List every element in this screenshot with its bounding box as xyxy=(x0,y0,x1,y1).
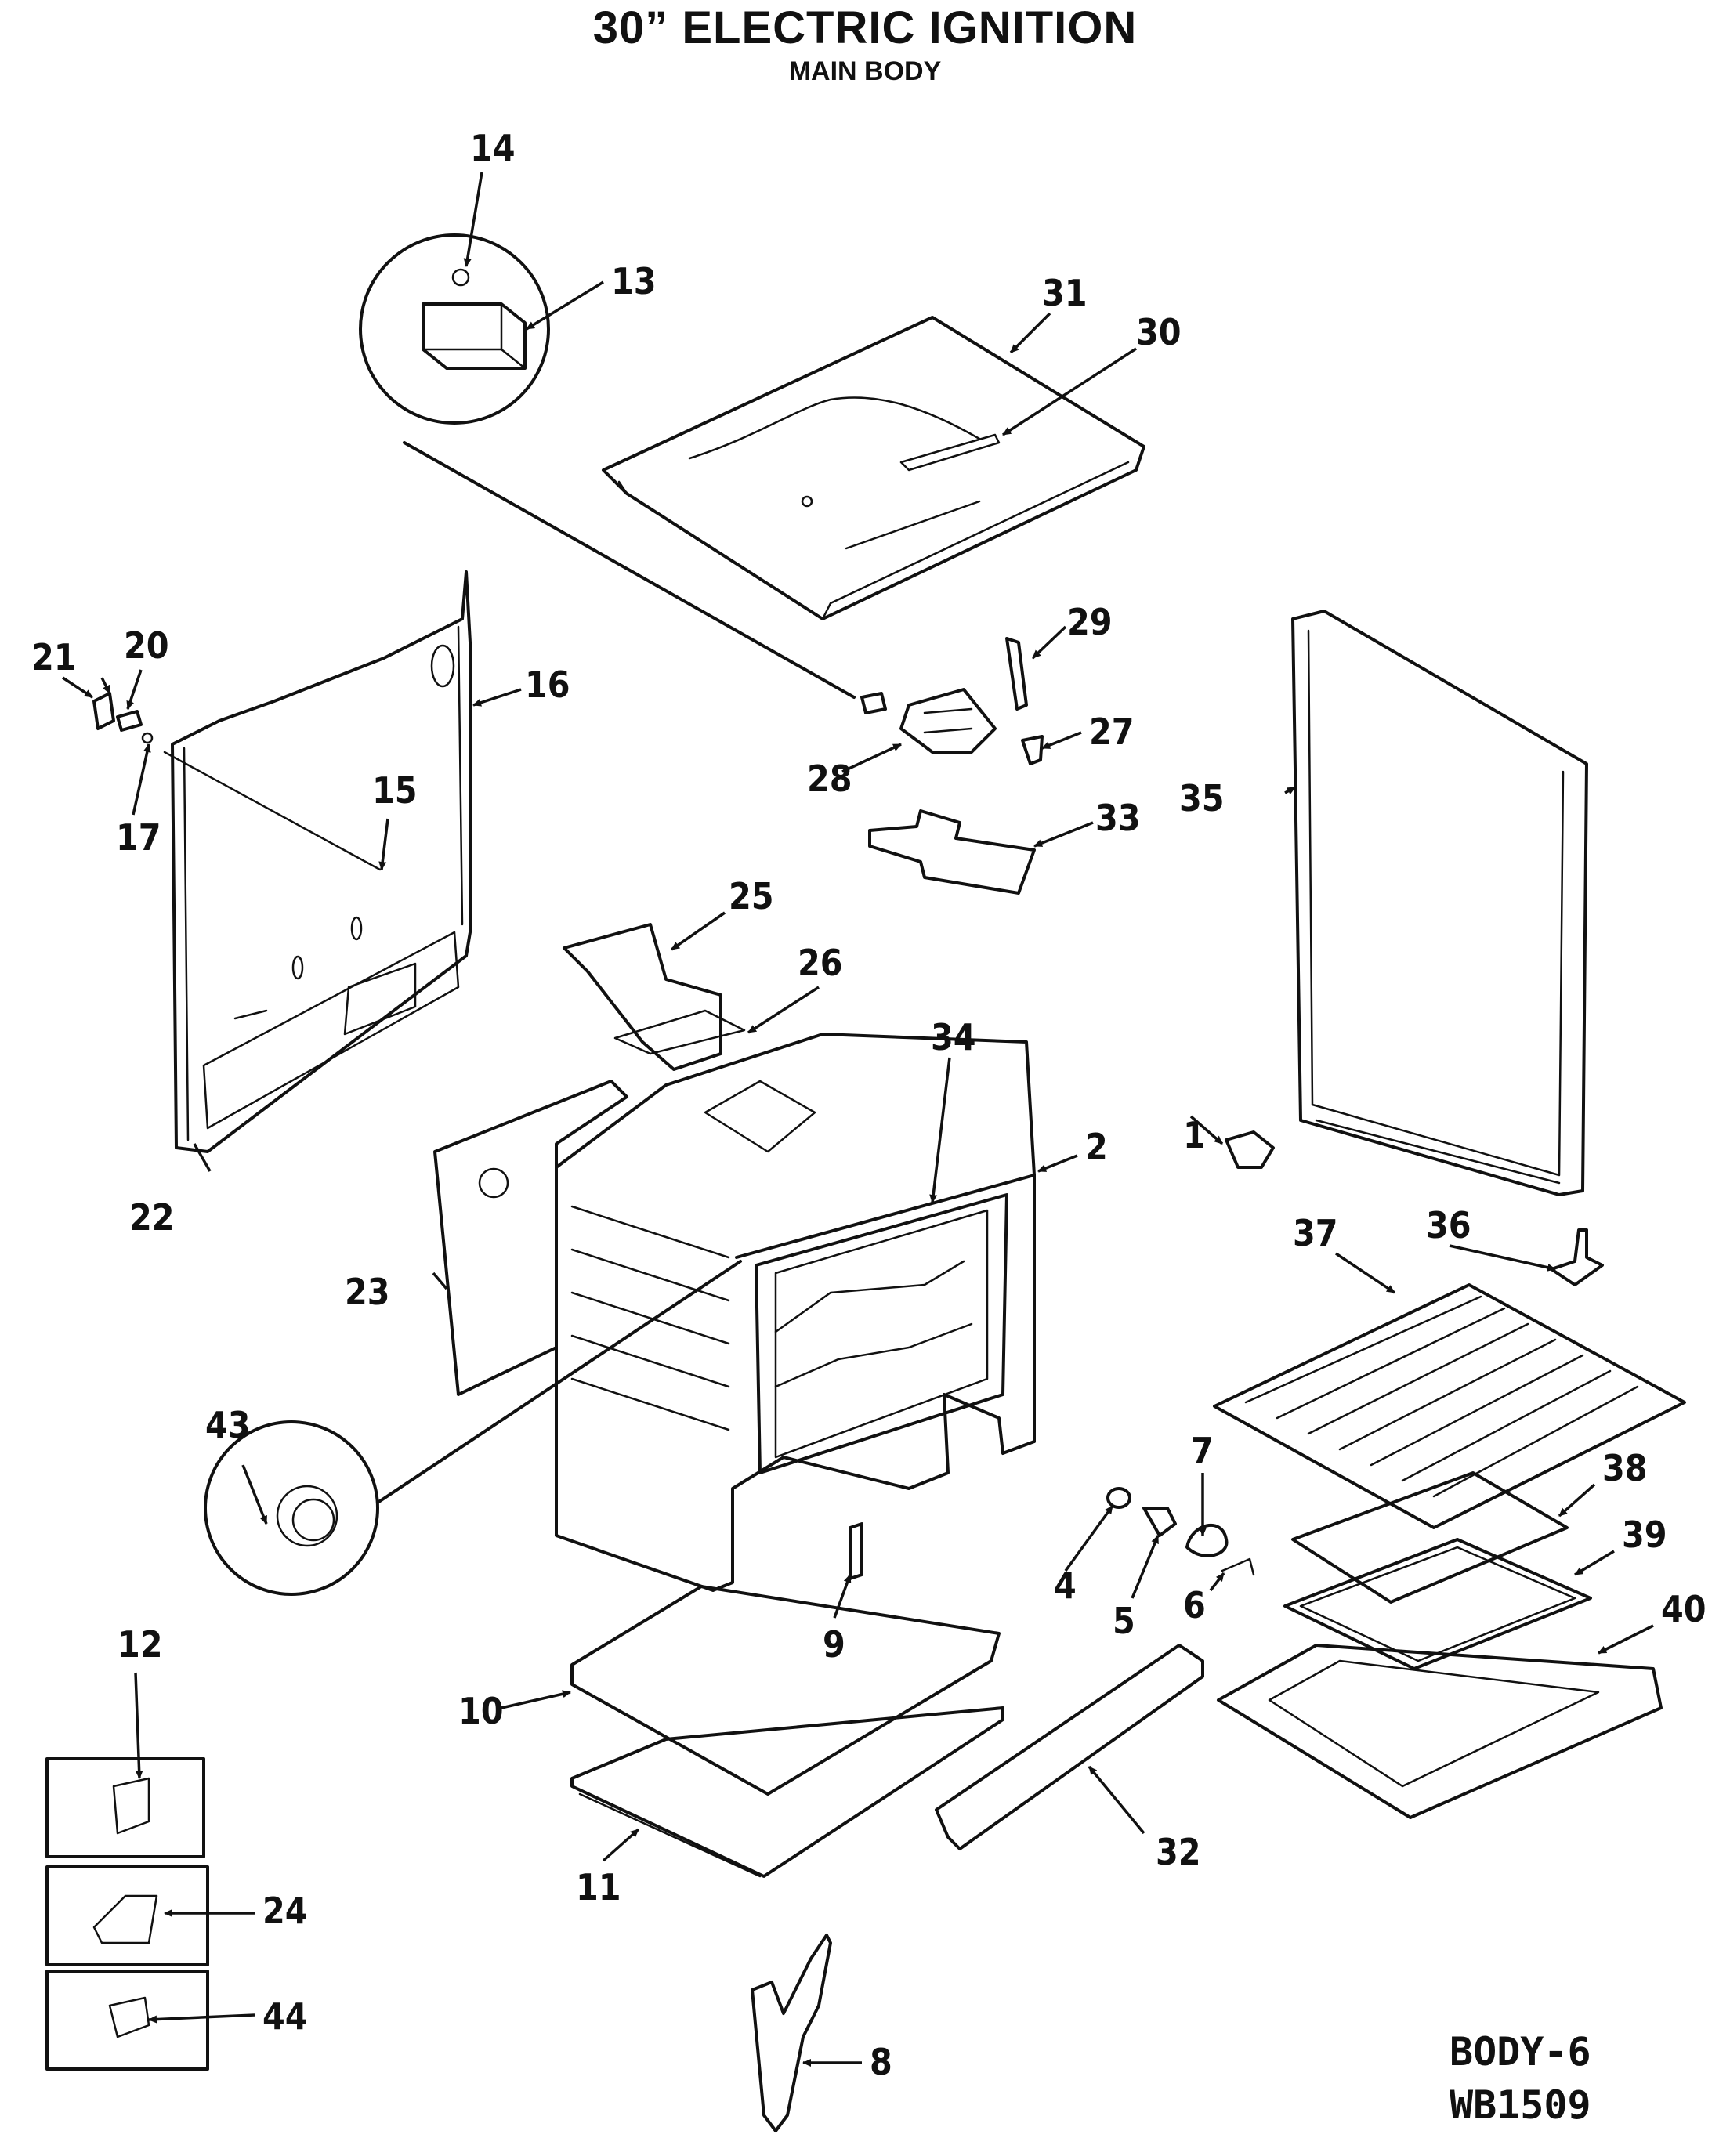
diagram-subtitle: MAIN BODY xyxy=(788,56,942,86)
broiler-pans xyxy=(1217,1471,1663,1819)
callout-16: 16 xyxy=(525,664,570,706)
callout-7: 7 xyxy=(1191,1430,1214,1472)
callout-34: 34 xyxy=(931,1016,976,1058)
switch-detail-circle xyxy=(359,233,856,699)
hinge-part xyxy=(751,1934,832,2132)
door-frame xyxy=(1291,610,1588,1196)
callout-15: 15 xyxy=(372,769,418,812)
callout-14: 14 xyxy=(470,127,516,169)
callout-33: 33 xyxy=(1095,797,1141,839)
callout-6: 6 xyxy=(1183,1584,1206,1626)
callout-17: 17 xyxy=(116,816,161,859)
callout-38: 38 xyxy=(1602,1447,1648,1489)
light-parts xyxy=(1106,1487,1255,1576)
callout-labels: 1 2 4 5 6 7 8 9 10 11 12 13 14 15 16 17 … xyxy=(31,127,1706,2083)
callout-13: 13 xyxy=(611,260,657,302)
callout-27: 27 xyxy=(1089,711,1135,753)
callout-36: 36 xyxy=(1426,1204,1471,1246)
front-rail xyxy=(935,1644,1204,1850)
diagram-code-1: BODY-6 xyxy=(1450,2029,1591,2075)
callout-8: 8 xyxy=(870,2041,892,2083)
callout-26: 26 xyxy=(798,942,843,984)
callout-20: 20 xyxy=(124,624,169,667)
oven-cabinet xyxy=(555,1033,1036,1592)
leveler-part xyxy=(1550,1228,1604,1286)
callout-29: 29 xyxy=(1067,601,1113,643)
callout-5: 5 xyxy=(1113,1600,1135,1642)
callout-2: 2 xyxy=(1085,1126,1108,1168)
callout-30: 30 xyxy=(1136,311,1182,353)
bottom-panels xyxy=(570,1585,1004,1878)
callout-32: 32 xyxy=(1156,1831,1201,1873)
callout-21: 21 xyxy=(31,636,77,678)
callout-43: 43 xyxy=(205,1404,251,1446)
cooktop-panel xyxy=(602,316,1145,620)
bracket-part xyxy=(849,1522,863,1580)
callout-31: 31 xyxy=(1042,272,1088,314)
callout-40: 40 xyxy=(1661,1588,1706,1630)
callout-37: 37 xyxy=(1293,1212,1338,1254)
callout-22: 22 xyxy=(129,1196,175,1239)
callout-28: 28 xyxy=(807,758,852,800)
callout-11: 11 xyxy=(576,1866,621,1908)
callout-10: 10 xyxy=(458,1690,504,1732)
callout-1: 1 xyxy=(1183,1114,1206,1156)
oven-rack xyxy=(1213,1283,1686,1529)
inset-boxes xyxy=(45,1757,209,2071)
leader-lines xyxy=(62,172,1654,2067)
callout-44: 44 xyxy=(262,1995,308,2038)
callout-4: 4 xyxy=(1054,1565,1077,1607)
callout-39: 39 xyxy=(1622,1514,1667,1556)
callout-35: 35 xyxy=(1179,777,1225,819)
ignition-parts xyxy=(860,637,1044,895)
diagram-code-2: WB1509 xyxy=(1450,2082,1591,2128)
callout-23: 23 xyxy=(345,1271,390,1313)
back-panel xyxy=(163,570,472,1153)
grommet-detail-circle xyxy=(204,1260,742,1596)
diagram-title: 30” ELECTRIC IGNITION xyxy=(592,2,1138,53)
callout-9: 9 xyxy=(823,1623,845,1666)
callout-25: 25 xyxy=(729,875,774,917)
knob-part xyxy=(1225,1130,1275,1169)
small-clip-parts xyxy=(92,692,154,744)
vent-duct xyxy=(563,923,746,1071)
callout-24: 24 xyxy=(262,1890,308,1932)
side-panel xyxy=(433,1080,628,1396)
callout-12: 12 xyxy=(118,1623,163,1666)
